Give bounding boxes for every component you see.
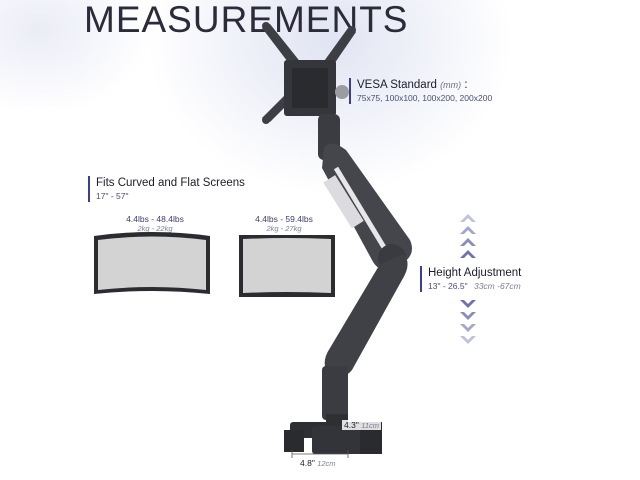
vesa-label: VESA Standard [357,79,437,91]
height-callout: Height Adjustment 13" - 26.5" 33cm -67cm [420,266,521,292]
pole [322,366,348,420]
monitor-arm [262,22,412,454]
vesa-unit: (mm) [440,80,462,90]
flat-weight-kg: 2kg - 27kg [266,224,302,233]
curved-weight-lbs: 4.4lbs - 48.4lbs [126,214,184,224]
upper-arm [322,143,412,271]
base-depth-metric: 12cm [317,459,336,468]
base-depth: 4.8" [300,458,315,468]
height-label: Height Adjustment [428,267,522,279]
vesa-bracket [262,22,356,124]
height-range-inches: 13" - 26.5" [428,281,468,291]
curved-weight: 4.4lbs - 48.4lbs 2kg - 22kg [110,214,200,234]
base-width: 4.3" [344,420,359,430]
lower-arm [324,254,408,377]
curved-weight-kg: 2kg - 22kg [137,224,173,233]
height-arrows [460,214,476,344]
screens-label: Fits Curved and Flat Screens [96,177,245,189]
vesa-heading: VESA Standard (mm) : [357,78,492,92]
flat-monitor [239,235,335,297]
flat-weight-lbs: 4.4lbs - 59.4lbs [255,214,313,224]
base-width-metric: 11cm [361,421,380,430]
curved-monitor [94,232,210,294]
base-depth-line [291,450,349,458]
screens-callout: Fits Curved and Flat Screens 17" - 57" [88,176,245,202]
flat-weight: 4.4lbs - 59.4lbs 2kg - 27kg [239,214,329,234]
base-depth-label: 4.8" 12cm [298,458,338,468]
height-range: 13" - 26.5" 33cm -67cm [428,280,521,292]
height-range-metric: 33cm -67cm [473,281,521,291]
vesa-sizes: 75x75, 100x100, 100x200, 200x200 [357,93,493,103]
vesa-colon: : [464,79,468,91]
vesa-callout: VESA Standard (mm) : 75x75, 100x100, 100… [349,78,492,104]
base-width-label: 4.3" 11cm [342,420,382,430]
screens-range: 17" - 57" [96,191,129,201]
